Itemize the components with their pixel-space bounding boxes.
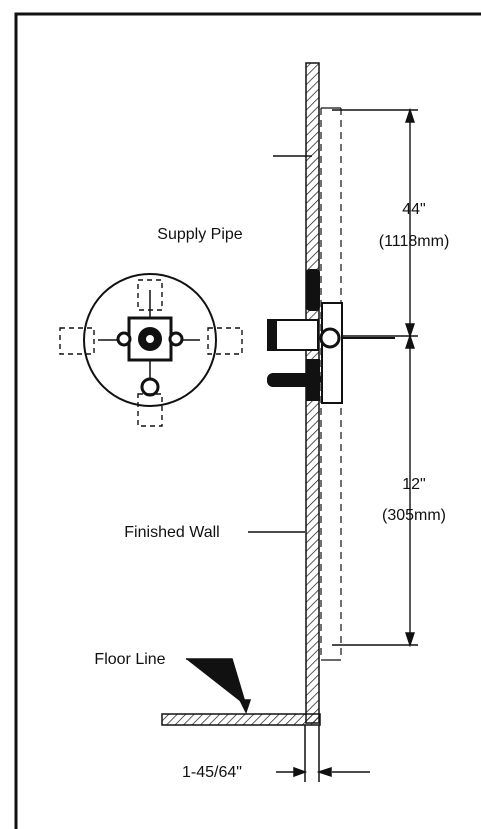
vertical-dimension-line xyxy=(332,107,418,648)
finished-wall-label: Finished Wall xyxy=(124,524,219,541)
top-dimension-metric: (1118mm) xyxy=(379,233,450,250)
top-dimension-imperial: 44" xyxy=(402,201,425,218)
wall-offset-dimension xyxy=(276,725,370,782)
floor-slab xyxy=(161,713,321,726)
diagram-frame xyxy=(14,12,481,829)
floor-line-label: Floor Line xyxy=(94,651,165,668)
supply-pipe-label: Supply Pipe xyxy=(157,226,242,243)
valve-assembly-side-view xyxy=(267,269,395,404)
label-leaders xyxy=(186,531,305,714)
supply-pipe-plan-view xyxy=(59,273,243,427)
bottom-dimension-imperial: 1-45/64" xyxy=(182,764,242,781)
mid-dimension-metric: (305mm) xyxy=(382,507,446,524)
mid-dimension-imperial: 12" xyxy=(402,476,425,493)
